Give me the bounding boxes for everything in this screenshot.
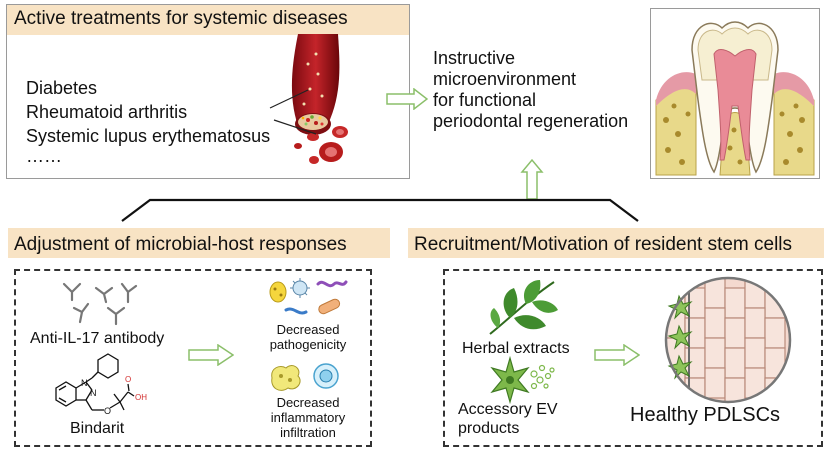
goal-line: periodontal regeneration xyxy=(433,111,629,131)
goal-text: Instructive microenvironment for functio… xyxy=(433,48,628,132)
disease-diabetes: Diabetes xyxy=(26,78,98,98)
extracellular-vesicle-icon xyxy=(490,356,555,404)
ev-label-line: Accessory EV xyxy=(458,401,558,418)
stem-cell-scaffold-icon xyxy=(664,276,792,404)
disease-sle: Systemic lupus erythematosus xyxy=(26,126,271,146)
svg-text:O: O xyxy=(125,375,131,384)
disease-ellipsis: …… xyxy=(26,146,62,166)
stem-cell-header xyxy=(408,228,824,258)
outcome-line: pathogenicity xyxy=(269,337,347,352)
antibody-icon xyxy=(62,282,138,326)
outcome-line: inflammatory xyxy=(270,410,346,425)
arrow-to-outcomes xyxy=(188,344,234,366)
inflammatory-cell-icon xyxy=(271,363,339,391)
outcome-inflammation: Decreased inflammatory infiltration xyxy=(256,395,360,440)
goal-line: Instructive xyxy=(433,48,516,68)
antibody-label: Anti-IL-17 antibody xyxy=(30,330,165,347)
leaf-icon xyxy=(489,280,558,335)
bindarit-label: Bindarit xyxy=(70,420,125,437)
arrow-to-goal xyxy=(386,88,428,110)
outcome-line: infiltration xyxy=(280,425,336,440)
svg-text:O: O xyxy=(104,406,111,416)
stem-cell-box xyxy=(443,269,823,447)
microbial-host-header xyxy=(8,228,390,258)
tooth-cross-section-image xyxy=(655,21,815,176)
svg-text:N: N xyxy=(81,378,88,388)
bracket-connector xyxy=(121,198,639,222)
outcome-line: Decreased xyxy=(276,322,340,337)
pdlscs-label: Healthy PDLSCs xyxy=(630,404,781,426)
herbal-label: Herbal extracts xyxy=(462,340,570,357)
disease-rheumatoid-arthritis: Rheumatoid arthritis xyxy=(26,102,188,122)
blood-vessel-image xyxy=(269,34,348,164)
ev-label: Accessory EV products xyxy=(458,400,558,438)
goal-line: for functional xyxy=(433,90,537,110)
outcome-pathogenicity: Decreased pathogenicity xyxy=(258,322,358,352)
ev-label-line: products xyxy=(458,420,520,437)
systemic-treatments-title: Active treatments for systemic diseases xyxy=(14,8,348,29)
bacteria-icon xyxy=(269,278,348,315)
bindarit-molecule-icon: N N O O OH xyxy=(55,353,147,416)
arrow-to-pdlscs xyxy=(594,344,640,366)
outcome-line: Decreased xyxy=(276,395,340,410)
microbial-host-box xyxy=(14,269,372,447)
stem-cell-title: Recruitment/Motivation of resident stem … xyxy=(414,234,793,255)
svg-text:N: N xyxy=(90,388,97,398)
arrow-up-to-goal xyxy=(520,158,544,200)
systemic-treatments-header xyxy=(7,5,409,35)
microbial-host-title: Adjustment of microbial-host responses xyxy=(14,234,347,255)
goal-line: microenvironment xyxy=(433,69,577,89)
svg-text:OH: OH xyxy=(135,393,147,402)
